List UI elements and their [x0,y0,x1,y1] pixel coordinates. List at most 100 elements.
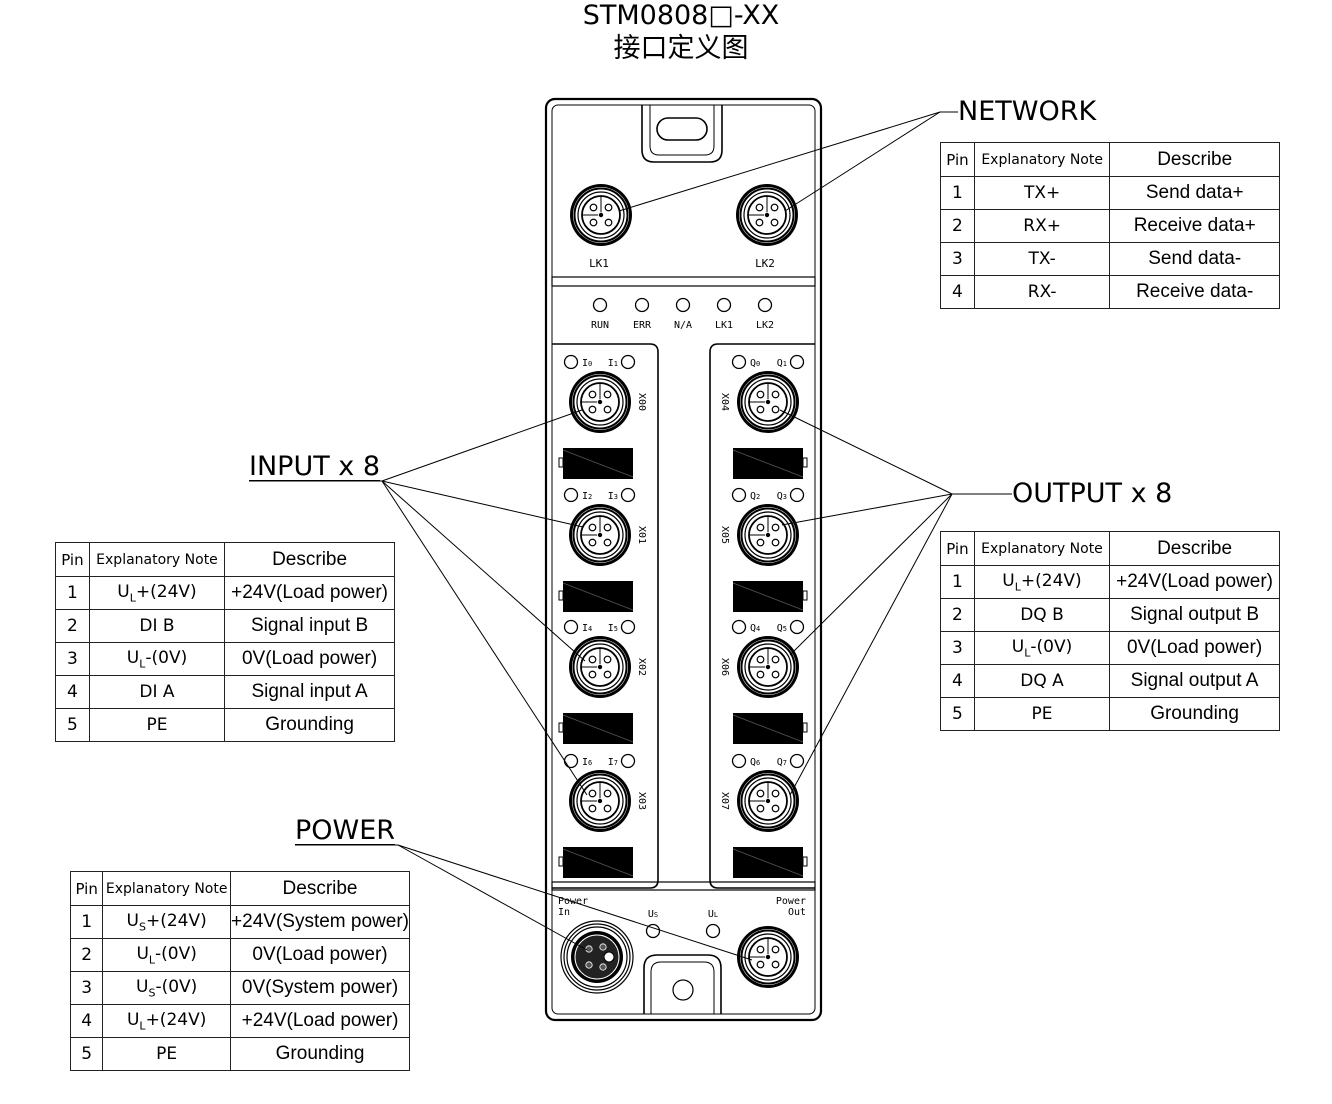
header-describe: Describe [1109,531,1280,566]
pin-description: +24V(Load power) [230,1004,410,1038]
connector-face [576,511,624,559]
connector-pin [756,405,765,414]
power-out-label-line2: Out [788,907,806,918]
leader-output-3 [789,493,953,796]
pin-description: Receive data- [1109,275,1280,309]
note-subscript: L [1014,580,1021,594]
connector-pin [756,390,765,399]
note-main: PE [1031,704,1053,724]
label-strip-diagonal [732,714,804,743]
power-in-center [603,951,615,963]
port-id-label: X04 [719,393,730,411]
connector-thread [572,507,628,563]
leader-input-2 [381,480,586,662]
pin-number: 2 [940,209,975,243]
pin-description: Grounding [224,708,395,742]
io-led-label: Q0 [750,358,760,369]
connector-key [749,516,769,536]
io-led-label: I5 [608,623,618,634]
label-strip-diagonal [562,582,634,611]
power-led-subscript: L [714,911,718,919]
io-led-index: 6 [588,759,592,767]
io-led-label: Q6 [750,757,760,768]
device-body-outline [544,97,823,1022]
power-in-connector [560,920,634,994]
io-led-label: Q3 [777,491,787,502]
connector-pin [771,655,780,664]
io-led-label: Q2 [750,491,760,502]
io-led-index: 5 [783,625,787,633]
io-led-label: I1 [608,358,618,369]
pin-note: PE [102,1037,232,1071]
note-rest: +(24V) [1020,570,1082,591]
io-led-label: I7 [608,757,618,768]
output-port-x06 [737,636,799,698]
io-led-i0 [563,354,579,370]
leader-input-0 [381,409,583,482]
connector-thread [572,639,628,695]
leader-input-1 [381,480,584,528]
connector-pin [604,203,613,212]
mounting-slot [656,117,708,141]
pin-number: 2 [55,609,90,643]
diagram-subtitle: 接口定义图 [613,33,749,64]
mounting-tab-top-inner [649,105,715,156]
note-subscript: L [148,953,156,967]
note-main: U [1011,636,1025,657]
note-rest: +(24V) [145,1009,207,1030]
io-led-index: 5 [614,625,618,633]
connector-center-pin [764,212,770,218]
connector-pin [756,960,765,969]
connector-face [744,777,792,825]
pin-description: 0V(System power) [230,971,410,1005]
connector-center-pin [597,798,603,804]
pin-note: TX- [973,242,1111,276]
pin-description: +24V(Load power) [1109,565,1280,599]
pin-number: 3 [69,971,104,1005]
leader-network-lk2 [784,111,941,212]
port-id-label: X00 [636,393,647,411]
connector-pin [771,804,780,813]
power-in-pin [585,961,593,969]
pin-note: UL+(24V) [88,576,226,610]
io-led-index: 4 [588,625,592,633]
io-led-label: Q1 [777,358,787,369]
pin-description: Send data- [1109,242,1280,276]
connector-pin [588,670,597,679]
io-led-i7 [620,753,636,769]
table-header-row: Pin Explanatory Note Describe [940,142,1280,177]
connector-pin [588,405,597,414]
connector-pin [771,390,780,399]
note-rest: -(0V) [145,647,188,668]
io-led-i5 [620,619,636,635]
label-strip-tab [802,457,808,468]
io-led-index: 0 [756,360,760,368]
status-led-label: LK2 [756,320,774,331]
network-port-label-lk1: LK1 [589,257,609,270]
note-main: PE [146,715,168,735]
port-id-label: X02 [636,658,647,676]
callout-power: POWER [295,815,396,846]
power-in-pin [599,943,607,951]
connector-face [576,378,624,426]
pin-note: DQ A [973,664,1111,698]
pin-number: 1 [55,576,90,610]
status-led-label: N/A [674,320,692,331]
connector-pin [588,789,597,798]
connector-face [577,191,625,239]
connector-key [749,938,769,958]
pin-note: TX+ [973,176,1111,210]
io-led-index: 4 [756,625,760,633]
connector-pin [603,670,612,679]
connector-key [581,383,601,403]
status-led-lk2 [757,297,773,313]
status-led-label: ERR [633,320,652,331]
label-strip-diagonal [562,714,634,743]
